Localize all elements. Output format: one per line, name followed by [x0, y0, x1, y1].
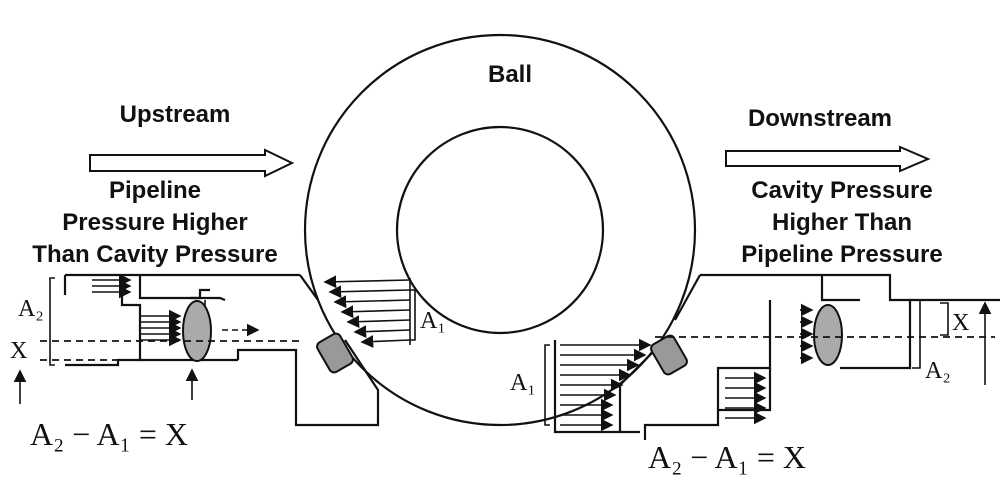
left-ball-pressure-fan: [323, 275, 411, 348]
right-caption-line-2: Higher Than: [772, 209, 912, 236]
left-seat-insert: [316, 332, 354, 374]
right-seat-insert: [650, 334, 688, 376]
left-upper-pressure-arrows: [92, 273, 260, 347]
right-caption-line-3: Pipeline Pressure: [741, 241, 942, 268]
right-o-ring: [813, 304, 843, 366]
left-caption-line-3: Than Cavity Pressure: [32, 241, 277, 268]
downstream-label: Downstream: [748, 105, 892, 132]
right-cavity-pressure-arrows: [560, 338, 652, 432]
right-dimension-lines: [544, 299, 995, 426]
left-equation: A₂ − A₁ = X: [30, 416, 188, 452]
left-caption-line-1: Pipeline: [109, 177, 201, 204]
left-x-symbol: X: [10, 338, 27, 364]
left-dimension-lines: [13, 277, 416, 404]
ball-shape: [303, 33, 697, 427]
left-caption-line-2: Pressure Higher: [62, 209, 247, 236]
left-o-ring: [182, 300, 212, 362]
downstream-flow-arrow: [725, 145, 931, 173]
right-equation: A₂ − A₁ = X: [648, 439, 806, 475]
right-caption-line-1: Cavity Pressure: [751, 177, 932, 204]
right-a1-symbol: A₁: [510, 370, 536, 396]
upstream-flow-arrow: [89, 148, 295, 178]
right-seat-pressure-arrows: [725, 303, 814, 425]
right-a2-symbol: A₂: [925, 358, 951, 384]
left-a2-symbol: A₂: [18, 296, 44, 322]
left-a1-symbol: A₁: [420, 308, 446, 334]
right-seat-body: [553, 273, 1000, 440]
right-x-symbol: X: [952, 310, 969, 336]
upstream-label: Upstream: [120, 101, 231, 128]
ball-label: Ball: [488, 61, 532, 88]
